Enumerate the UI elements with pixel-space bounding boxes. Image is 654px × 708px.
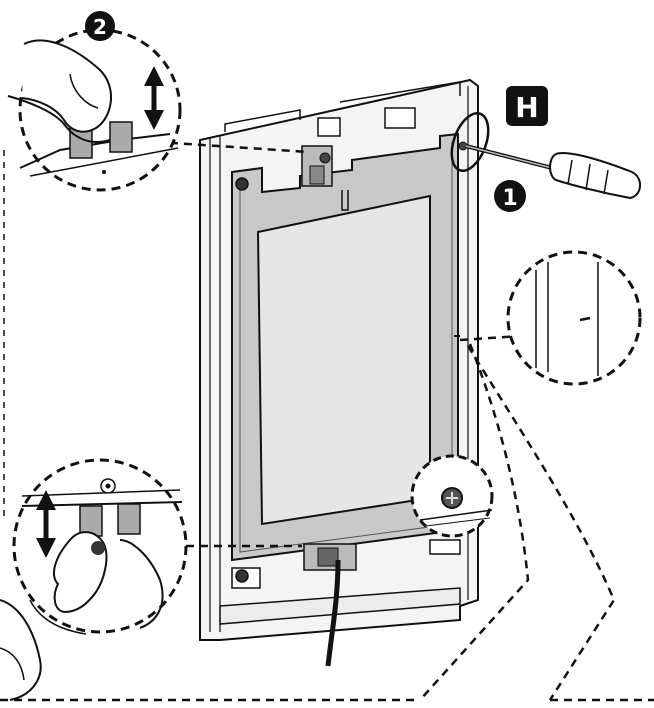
detail-callout-edge <box>459 250 642 386</box>
step-one-label: 1 <box>502 186 517 211</box>
top-clip <box>301 145 333 187</box>
hand-icon <box>21 39 113 133</box>
detail-callout-screw <box>410 454 494 538</box>
part-h-badge: H <box>506 86 548 126</box>
step-one-badge: 1 <box>494 180 526 212</box>
cable-icon <box>325 559 341 667</box>
screwdriver-icon <box>465 144 641 200</box>
step-two-label: 2 <box>93 15 107 39</box>
screw-icon <box>235 569 249 583</box>
screw-icon <box>235 177 249 191</box>
hand-icon <box>0 599 42 701</box>
screw-h-ring <box>450 112 490 172</box>
dashed-guide-lines <box>0 150 654 702</box>
bottom-connector <box>303 543 357 667</box>
double-arrow-icon <box>36 490 56 558</box>
detail-callout-bottom <box>12 458 302 635</box>
double-arrow-icon <box>144 66 164 130</box>
device-panel <box>231 132 460 562</box>
step-two-badge: 2 <box>85 11 115 41</box>
part-h-label: H <box>515 91 538 124</box>
